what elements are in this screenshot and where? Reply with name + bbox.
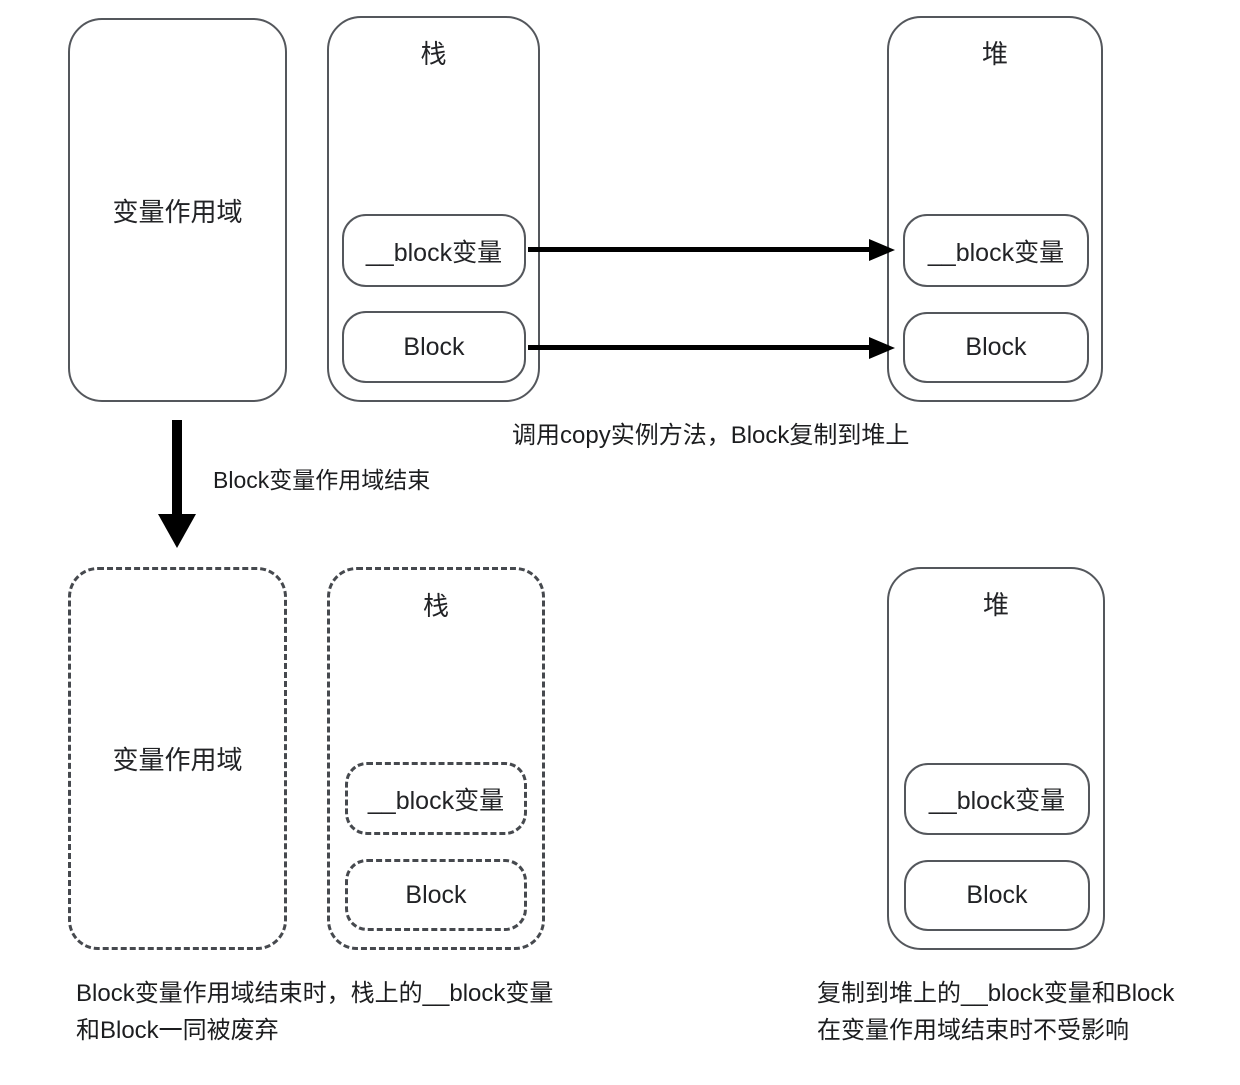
stack-block-var-box-discarded: __block变量 [345, 762, 527, 835]
heap-title-bottom: 堆 [982, 590, 1009, 620]
stack-box-bottom: 栈 __block变量 Block [327, 567, 545, 950]
heap-block-var-label: __block变量 [927, 238, 1065, 267]
stack-block-box-discarded: Block [345, 859, 527, 931]
stack-block-label: Block [403, 332, 465, 361]
stack-block-var-label-discarded: __block变量 [367, 786, 505, 815]
stack-discard-caption-line1: Block变量作用域结束时，栈上的__block变量 [76, 980, 554, 1007]
stack-title: 栈 [420, 39, 447, 69]
stack-discard-caption: Block变量作用域结束时，栈上的__block变量 和Block一同被废弃 [76, 975, 553, 1049]
stack-block-var-box: __block变量 [342, 214, 526, 287]
heap-unaffected-caption-line2: 在变量作用域结束时不受影响 [817, 1017, 1129, 1044]
variable-scope-label: 变量作用域 [112, 196, 243, 227]
heap-box-bottom: 堆 __block变量 Block [887, 567, 1105, 950]
heap-box-top: 堆 __block变量 Block [887, 16, 1103, 402]
heap-unaffected-caption: 复制到堆上的__block变量和Block 在变量作用域结束时不受影响 [817, 975, 1174, 1049]
variable-scope-label-bottom: 变量作用域 [112, 745, 243, 775]
heap-block-var-label-bottom: __block变量 [928, 787, 1066, 815]
stack-title-bottom: 栈 [422, 591, 449, 621]
stack-block-label-discarded: Block [405, 880, 467, 909]
variable-scope-box-bottom: 变量作用域 [68, 567, 287, 950]
heap-block-label-bottom: Block [966, 881, 1028, 909]
heap-unaffected-caption-line1: 复制到堆上的__block变量和Block [817, 980, 1175, 1007]
stack-block-var-label: __block变量 [365, 238, 503, 267]
stack-discard-caption-line2: 和Block一同被废弃 [76, 1017, 279, 1044]
heap-block-var-box-bottom: __block变量 [904, 763, 1090, 835]
stack-box-top: 栈 __block变量 Block [327, 16, 540, 402]
heap-block-box-bottom: Block [904, 860, 1090, 931]
stack-block-box: Block [342, 311, 526, 383]
heap-block-box: Block [903, 312, 1089, 383]
heap-title: 堆 [981, 39, 1008, 69]
heap-block-var-box: __block变量 [903, 214, 1089, 287]
scope-end-label: Block变量作用域结束 [213, 467, 431, 493]
copy-method-caption: 调用copy实例方法，Block复制到堆上 [512, 422, 910, 449]
heap-block-label: Block [965, 333, 1027, 361]
variable-scope-box-top: 变量作用域 [68, 18, 287, 402]
